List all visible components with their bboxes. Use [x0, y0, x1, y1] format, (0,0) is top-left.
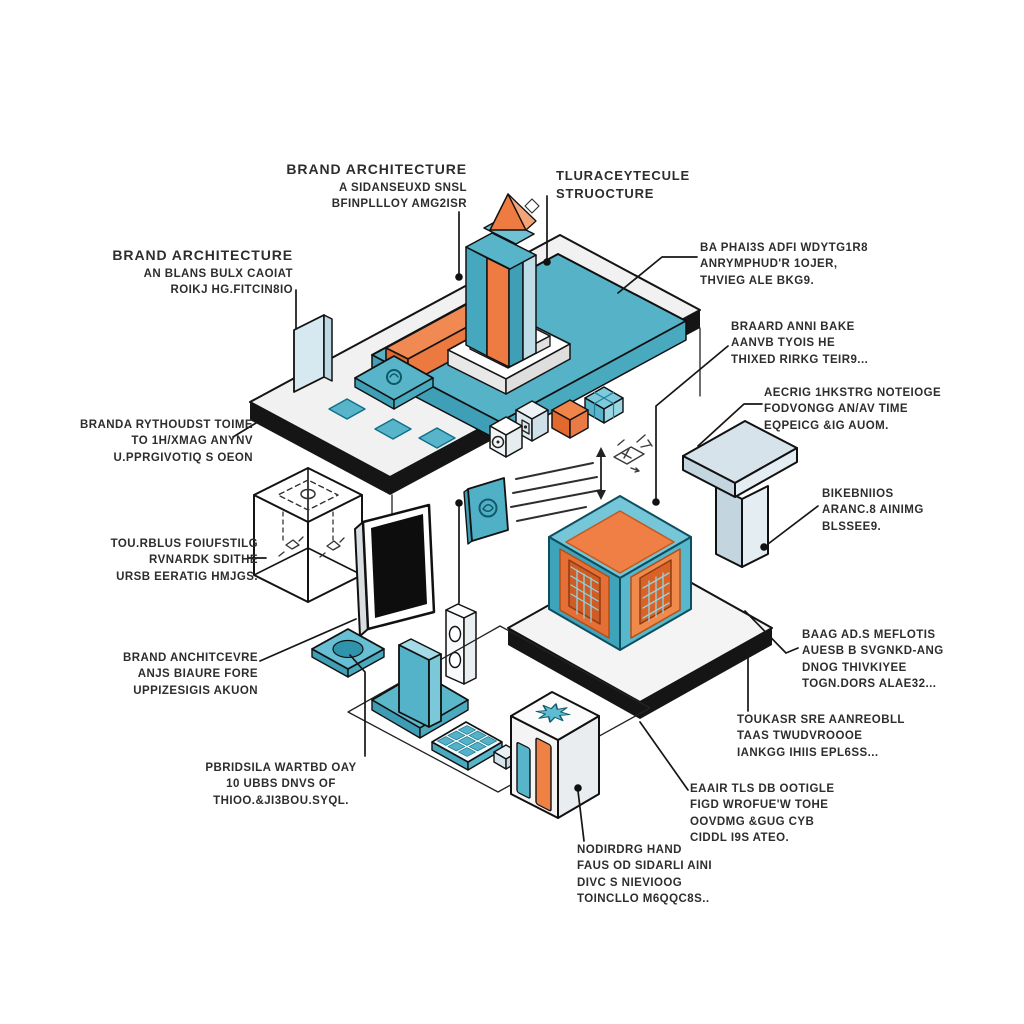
- label-brand-architecture-top: BRAND ARCHITECTURE A SIDANSEUXD SNSL BFI…: [286, 161, 467, 211]
- flat-tiles: [328, 398, 456, 449]
- circle-glyph-icon: [491, 435, 505, 449]
- double-arrow-icon: [596, 447, 606, 500]
- disc-tile: [311, 628, 385, 678]
- label-tourblus-left: TOU.RBLUS FOIUFSTILG RVNARDK SDITHE URSB…: [110, 538, 258, 583]
- mini-platform: [354, 355, 434, 410]
- star-box: [510, 691, 600, 819]
- starburst-icon: [535, 703, 571, 723]
- label-eaair-bottom-right: EAAIR TLS DB OOTIGLE FIGD WROFUE'W TOHE …: [690, 783, 835, 844]
- text-lines-doodle: [510, 462, 602, 522]
- grid-cube: [584, 386, 624, 424]
- t-structure: [682, 420, 798, 568]
- label-aecrig-right: AECRIG 1HKSTRG NOTEIOGE FODVONGG AN/AV T…: [764, 387, 942, 432]
- grid-pattern-right: [642, 572, 670, 622]
- label-branda-rythoudst-left: BRANDA RYTHOUDST TOIME TO 1H/XMAG ANYNV …: [79, 419, 253, 464]
- label-bikebniios-right: BIKEBNIIOS ARANC.8 AINIMG BLSSEE9.: [822, 488, 924, 533]
- label-connectors: [232, 195, 819, 842]
- orange-cube: [551, 399, 589, 439]
- framed-cube: [548, 495, 692, 651]
- teal-icon-card: [463, 477, 509, 545]
- black-screen: [371, 514, 427, 618]
- label-brand-architecture-left: BRAND ARCHITECTURE AN BLANS BULX CAOIAT …: [112, 247, 293, 297]
- label-pbridsila-bottom-left: PBRIDSILA WARTBD OAY 10 UBBS DNVS OF THI…: [205, 762, 357, 807]
- label-structure-top-right: TLURACEYTECULE STRUOCTURE: [556, 168, 690, 202]
- monitor: [354, 503, 436, 637]
- icon-cube-circle: [489, 416, 523, 458]
- grid-pattern-left: [570, 566, 599, 623]
- floor-outline: [347, 625, 651, 793]
- scribble-arrows-icon: [278, 536, 345, 558]
- teal-bar: [516, 741, 531, 799]
- hole-box: [445, 603, 477, 685]
- label-brand-anchitcevre-left: BRAND ANCHITCEVRE ANJS BIAURE FORE UPPIZ…: [122, 652, 258, 697]
- wireframe-cube: [253, 467, 363, 603]
- monolith: [371, 638, 469, 739]
- label-baag-ads-right: BAAG AD.S MEFLOTIS AUESB B SVGNKD-ANG DN…: [802, 629, 944, 690]
- standing-panel: [293, 314, 333, 393]
- orange-bar: [535, 737, 552, 812]
- connector-dots: [455, 258, 768, 792]
- tower-with-pyramid: [465, 193, 540, 368]
- figure-icon: [386, 369, 402, 385]
- sketch-icon: [613, 434, 653, 473]
- label-ba-phais-right: BA PHAI3S ADFI WDYTG1R8 ANRYMPHUD'R 1OJE…: [700, 242, 868, 287]
- doodle-circle-icon: [478, 498, 498, 518]
- label-braard-anni-right: BRAARD ANNI BAKE AANVB TYOIS HE THIXED R…: [731, 321, 869, 366]
- label-toukasr-right: TOUKASR SRE AANREOBLL TAAS TWUDVROOOE IA…: [737, 714, 905, 759]
- label-nodirdrg-bottom: NODIRDRG HAND FAUS OD SIDARLI AINI DIVC …: [577, 844, 713, 905]
